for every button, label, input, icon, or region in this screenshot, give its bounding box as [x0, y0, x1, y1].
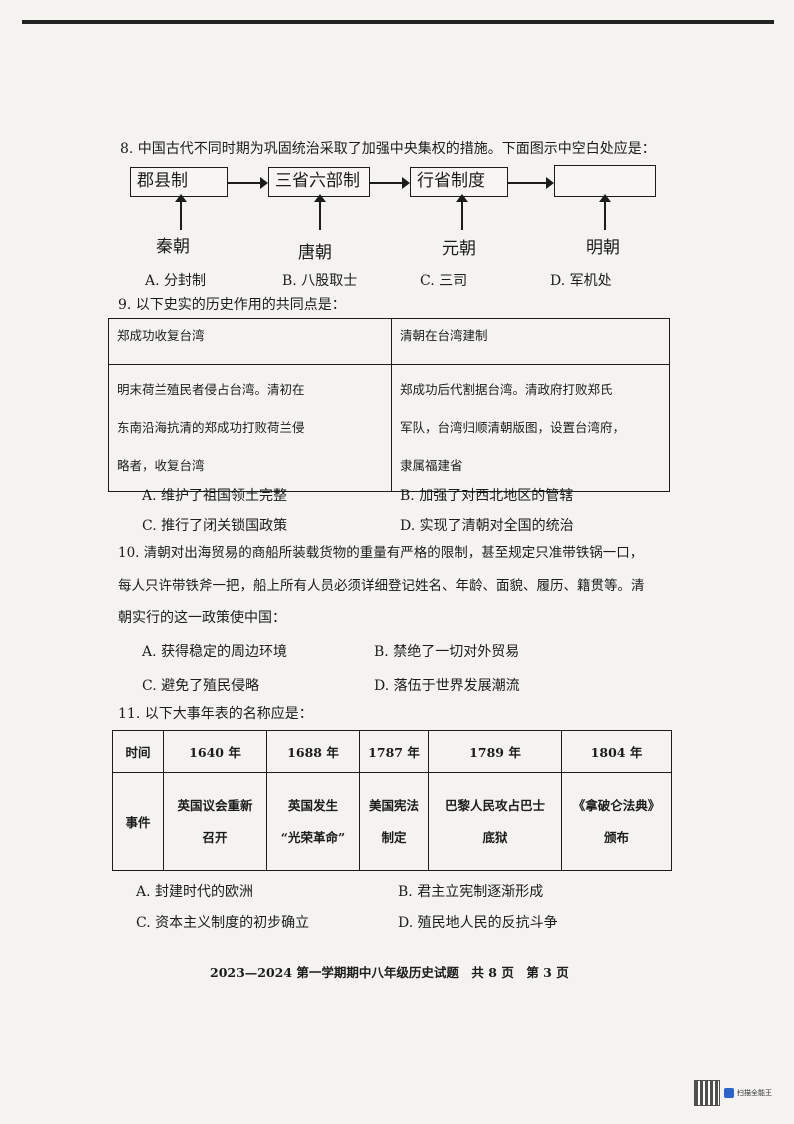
q11-year-5: 1804 年: [561, 730, 672, 773]
q8-dynasty-1: 秦朝: [156, 237, 190, 257]
q10-stem-line-2: 每人只许带铁斧一把，船上所有人员必须详细登记姓名、年龄、面貌、履历、籍贯等。清: [118, 578, 645, 594]
scanner-watermark: 扫描全能王: [694, 1080, 772, 1106]
q8-arrow-up-3: [456, 194, 468, 230]
q10-option-d: D. 落伍于世界发展潮流: [374, 678, 520, 694]
q10-stem-line-1: 10. 清朝对出海贸易的商船所装载货物的重量有严格的限制，甚至规定只准带铁锅一口…: [118, 545, 644, 561]
q11-event-5: 《拿破仑法典》 颁布: [561, 772, 672, 871]
qr-code-icon: [694, 1080, 720, 1106]
q8-arrow-up-4: [599, 194, 611, 230]
q8-dynasty-2: 唐朝: [298, 243, 332, 263]
q9-right-line-2: 军队，台湾归顺清朝版图，设置台湾府，: [400, 420, 626, 435]
q8-dynasty-3: 元朝: [442, 239, 476, 259]
page-footer: 2023—2024 第一学期期中八年级历史试题 共 8 页 第 3 页: [210, 965, 569, 980]
q10-option-c: C. 避免了殖民侵略: [142, 678, 260, 694]
q8-box-1: 郡县制: [130, 167, 228, 197]
q11-option-d: D. 殖民地人民的反抗斗争: [398, 915, 558, 931]
q9-option-b: B. 加强了对西北地区的管辖: [400, 488, 574, 504]
q10-option-a: A. 获得稳定的周边环境: [142, 644, 288, 660]
q11-event-2-line-2: “光荣革命”: [280, 829, 346, 845]
q9-option-a: A. 维护了祖国领土完整: [142, 488, 288, 504]
q11-year-3: 1787 年: [359, 730, 429, 773]
q9-header-right: 清朝在台湾建制: [391, 318, 670, 365]
q11-event-2: 英国发生 “光荣革命”: [266, 772, 360, 871]
q8-arrow-right-3: [508, 177, 554, 189]
q8-option-a: A. 分封制: [145, 273, 207, 289]
q10-option-b: B. 禁绝了一切对外贸易: [374, 644, 520, 660]
q8-arrow-right-2: [370, 177, 410, 189]
q11-event-5-line-1: 《拿破仑法典》: [572, 797, 661, 813]
q9-cell-right: 郑成功后代割据台湾。清政府打败郑氏 军队，台湾归顺清朝版图，设置台湾府， 隶属福…: [391, 364, 670, 492]
q9-right-line-1: 郑成功后代割据台湾。清政府打败郑氏: [400, 382, 613, 397]
q11-row-label-event: 事件: [112, 772, 164, 871]
q9-right-line-3: 隶属福建省: [400, 458, 463, 473]
q11-year-1: 1640 年: [163, 730, 267, 773]
q11-event-1-line-2: 召开: [202, 829, 228, 845]
q8-option-b: B. 八股取士: [282, 273, 358, 289]
q8-arrow-right-1: [228, 177, 268, 189]
q11-option-a: A. 封建时代的欧洲: [136, 884, 254, 900]
q8-option-c: C. 三司: [420, 273, 468, 289]
q11-event-3-line-2: 制定: [381, 829, 407, 845]
q9-header-left: 郑成功收复台湾: [108, 318, 392, 365]
scanner-logo-icon: [724, 1088, 734, 1098]
q11-stem: 11. 以下大事年表的名称应是：: [118, 706, 313, 722]
q11-event-1: 英国议会重新 召开: [163, 772, 267, 871]
q8-dynasty-4: 明朝: [586, 238, 620, 258]
q9-left-line-3: 略者，收复台湾: [117, 458, 205, 473]
q11-event-2-line-1: 英国发生: [287, 797, 338, 813]
q8-box-2: 三省六部制: [268, 167, 370, 197]
q11-event-4: 巴黎人民攻占巴士 底狱: [428, 772, 562, 871]
q8-arrow-up-2: [314, 194, 326, 230]
q11-event-1-line-1: 英国议会重新: [177, 797, 253, 813]
q9-option-d: D. 实现了清朝对全国的统治: [400, 518, 574, 534]
q11-year-2: 1688 年: [266, 730, 360, 773]
top-border-rule: [22, 20, 774, 24]
q8-stem: 8. 中国古代不同时期为巩固统治采取了加强中央集权的措施。下面图示中空白处应是：: [120, 141, 656, 157]
q11-year-4: 1789 年: [428, 730, 562, 773]
q10-stem-line-3: 朝实行的这一政策使中国：: [118, 610, 286, 626]
q9-option-c: C. 推行了闭关锁国政策: [142, 518, 288, 534]
q11-event-5-line-2: 颁布: [603, 829, 629, 845]
q9-left-line-2: 东南沿海抗清的郑成功打败荷兰侵: [117, 420, 305, 435]
q8-box-3: 行省制度: [410, 167, 508, 197]
q11-event-3: 美国宪法 制定: [359, 772, 429, 871]
q8-option-d: D. 军机处: [550, 273, 612, 289]
q11-option-c: C. 资本主义制度的初步确立: [136, 915, 310, 931]
q11-event-3-line-1: 美国宪法: [368, 797, 419, 813]
q8-blank-box: [554, 165, 656, 197]
q11-event-4-line-2: 底狱: [482, 829, 508, 845]
q11-event-4-line-1: 巴黎人民攻占巴士: [444, 797, 545, 813]
q9-stem: 9. 以下史实的历史作用的共同点是：: [118, 297, 346, 313]
q11-option-b: B. 君主立宪制逐渐形成: [398, 884, 544, 900]
q9-table: 郑成功收复台湾 清朝在台湾建制 明末荷兰殖民者侵占台湾。清初在 东南沿海抗清的郑…: [108, 318, 670, 492]
q11-row-label-time: 时间: [112, 730, 164, 773]
q9-left-line-1: 明末荷兰殖民者侵占台湾。清初在: [117, 382, 305, 397]
q9-cell-left: 明末荷兰殖民者侵占台湾。清初在 东南沿海抗清的郑成功打败荷兰侵 略者，收复台湾: [108, 364, 392, 492]
q8-arrow-up-1: [175, 194, 187, 230]
q11-timeline-table: 时间 1640 年 1688 年 1787 年 1789 年 1804 年 事件…: [112, 730, 672, 871]
scanner-label: 扫描全能王: [737, 1089, 772, 1097]
